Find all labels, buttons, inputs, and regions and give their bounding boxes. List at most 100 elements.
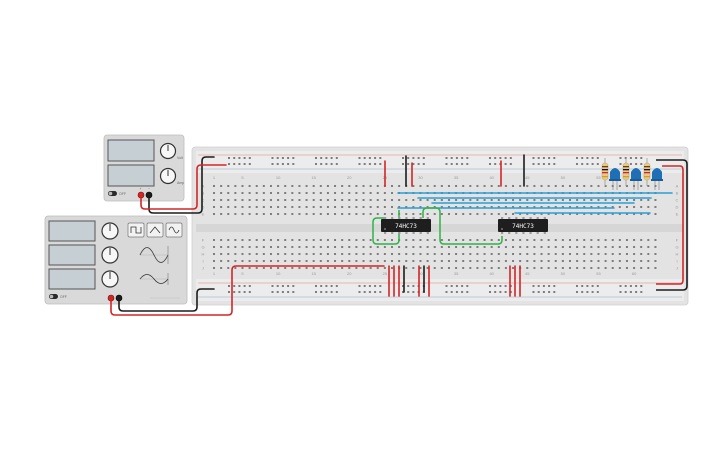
breadboard-hole[interactable] (412, 267, 415, 269)
breadboard-hole[interactable] (533, 206, 536, 208)
breadboard-hole[interactable] (590, 199, 593, 201)
breadboard-hole[interactable] (611, 239, 614, 241)
breadboard-hole[interactable] (326, 206, 329, 208)
breadboard-hole[interactable] (569, 239, 571, 241)
breadboard-hole[interactable] (376, 213, 379, 215)
breadboard-hole[interactable] (417, 163, 420, 165)
blue-wires[interactable] (397, 192, 673, 214)
breadboard-hole[interactable] (262, 213, 265, 215)
breadboard-hole[interactable] (504, 246, 507, 248)
breadboard-hole[interactable] (234, 253, 237, 255)
breadboard-hole[interactable] (284, 246, 287, 248)
breadboard-hole[interactable] (597, 185, 600, 187)
breadboard-hole[interactable] (271, 291, 274, 293)
breadboard-hole[interactable] (476, 246, 479, 248)
breadboard-hole[interactable] (576, 291, 578, 293)
breadboard-hole[interactable] (248, 253, 251, 255)
breadboard-hole[interactable] (469, 213, 472, 215)
breadboard-hole[interactable] (220, 239, 223, 241)
breadboard-hole[interactable] (362, 213, 365, 215)
breadboard-hole[interactable] (355, 253, 358, 255)
breadboard-hole[interactable] (619, 157, 622, 159)
breadboard-hole[interactable] (213, 192, 215, 194)
breadboard-hole[interactable] (604, 185, 607, 187)
function-generator-wires[interactable] (110, 265, 385, 316)
breadboard-hole[interactable] (554, 267, 557, 269)
breadboard-hole[interactable] (284, 239, 287, 241)
breadboard-hole[interactable] (277, 206, 280, 208)
breadboard-hole[interactable] (271, 285, 274, 287)
breadboard-hole[interactable] (583, 246, 586, 248)
breadboard-hole[interactable] (379, 285, 382, 287)
breadboard-hole[interactable] (213, 267, 215, 269)
breadboard-hole[interactable] (355, 185, 358, 187)
breadboard-hole[interactable] (402, 285, 404, 287)
breadboard-hole[interactable] (426, 185, 429, 187)
breadboard-hole[interactable] (654, 246, 657, 248)
breadboard-hole[interactable] (537, 157, 540, 159)
breadboard-hole[interactable] (489, 285, 491, 287)
breadboard-hole[interactable] (433, 185, 436, 187)
breadboard-hole[interactable] (447, 213, 450, 215)
breadboard-hole[interactable] (419, 260, 422, 262)
breadboard-hole[interactable] (526, 206, 529, 208)
breadboard-hole[interactable] (248, 260, 251, 262)
breadboard-hole[interactable] (433, 260, 436, 262)
breadboard-hole[interactable] (362, 267, 365, 269)
breadboard-hole[interactable] (369, 206, 372, 208)
breadboard-hole[interactable] (540, 260, 543, 262)
breadboard-hole[interactable] (604, 246, 607, 248)
breadboard-hole[interactable] (298, 239, 301, 241)
breadboard-hole[interactable] (483, 199, 486, 201)
breadboard-hole[interactable] (358, 285, 361, 287)
breadboard-hole[interactable] (335, 285, 338, 287)
green-wires[interactable] (372, 207, 503, 245)
rail-jumpers[interactable] (384, 154, 525, 297)
breadboard-hole[interactable] (461, 163, 464, 165)
breadboard-hole[interactable] (355, 199, 358, 201)
breadboard-hole[interactable] (284, 192, 287, 194)
breadboard-hole[interactable] (462, 267, 465, 269)
breadboard-hole[interactable] (368, 285, 371, 287)
breadboard-hole[interactable] (255, 213, 258, 215)
breadboard-hole[interactable] (363, 285, 366, 287)
breadboard-hole[interactable] (532, 291, 535, 293)
breadboard-hole[interactable] (269, 185, 272, 187)
breadboard-hole[interactable] (576, 157, 578, 159)
breadboard-hole[interactable] (611, 246, 614, 248)
breadboard-hole[interactable] (553, 285, 556, 287)
breadboard-hole[interactable] (379, 163, 382, 165)
breadboard-hole[interactable] (228, 291, 230, 293)
breadboard-hole[interactable] (512, 206, 515, 208)
breadboard-hole[interactable] (596, 285, 599, 287)
breadboard-hole[interactable] (654, 206, 657, 208)
breadboard-hole[interactable] (590, 185, 593, 187)
breadboard-hole[interactable] (497, 239, 500, 241)
breadboard-hole[interactable] (335, 291, 338, 293)
breadboard-hole[interactable] (341, 199, 344, 201)
breadboard-hole[interactable] (490, 246, 493, 248)
breadboard-hole[interactable] (611, 199, 614, 201)
breadboard-hole[interactable] (489, 157, 491, 159)
breadboard-hole[interactable] (445, 285, 448, 287)
breadboard-hole[interactable] (369, 239, 372, 241)
breadboard-hole[interactable] (611, 206, 614, 208)
breadboard-hole[interactable] (407, 291, 410, 293)
breadboard-hole[interactable] (640, 185, 643, 187)
breadboard-hole[interactable] (590, 253, 593, 255)
breadboard-hole[interactable] (569, 199, 571, 201)
breadboard-hole[interactable] (469, 253, 472, 255)
breadboard-hole[interactable] (576, 246, 579, 248)
breadboard-hole[interactable] (476, 206, 479, 208)
breadboard-hole[interactable] (248, 185, 251, 187)
breadboard-hole[interactable] (213, 199, 215, 201)
breadboard-hole[interactable] (325, 157, 328, 159)
breadboard-hole[interactable] (248, 163, 251, 165)
breadboard-hole[interactable] (376, 192, 379, 194)
breadboard-hole[interactable] (426, 239, 429, 241)
breadboard-hole[interactable] (455, 239, 458, 241)
breadboard-hole[interactable] (447, 206, 450, 208)
breadboard-hole[interactable] (604, 239, 607, 241)
breadboard-hole[interactable] (633, 267, 636, 269)
breadboard-hole[interactable] (476, 239, 479, 241)
